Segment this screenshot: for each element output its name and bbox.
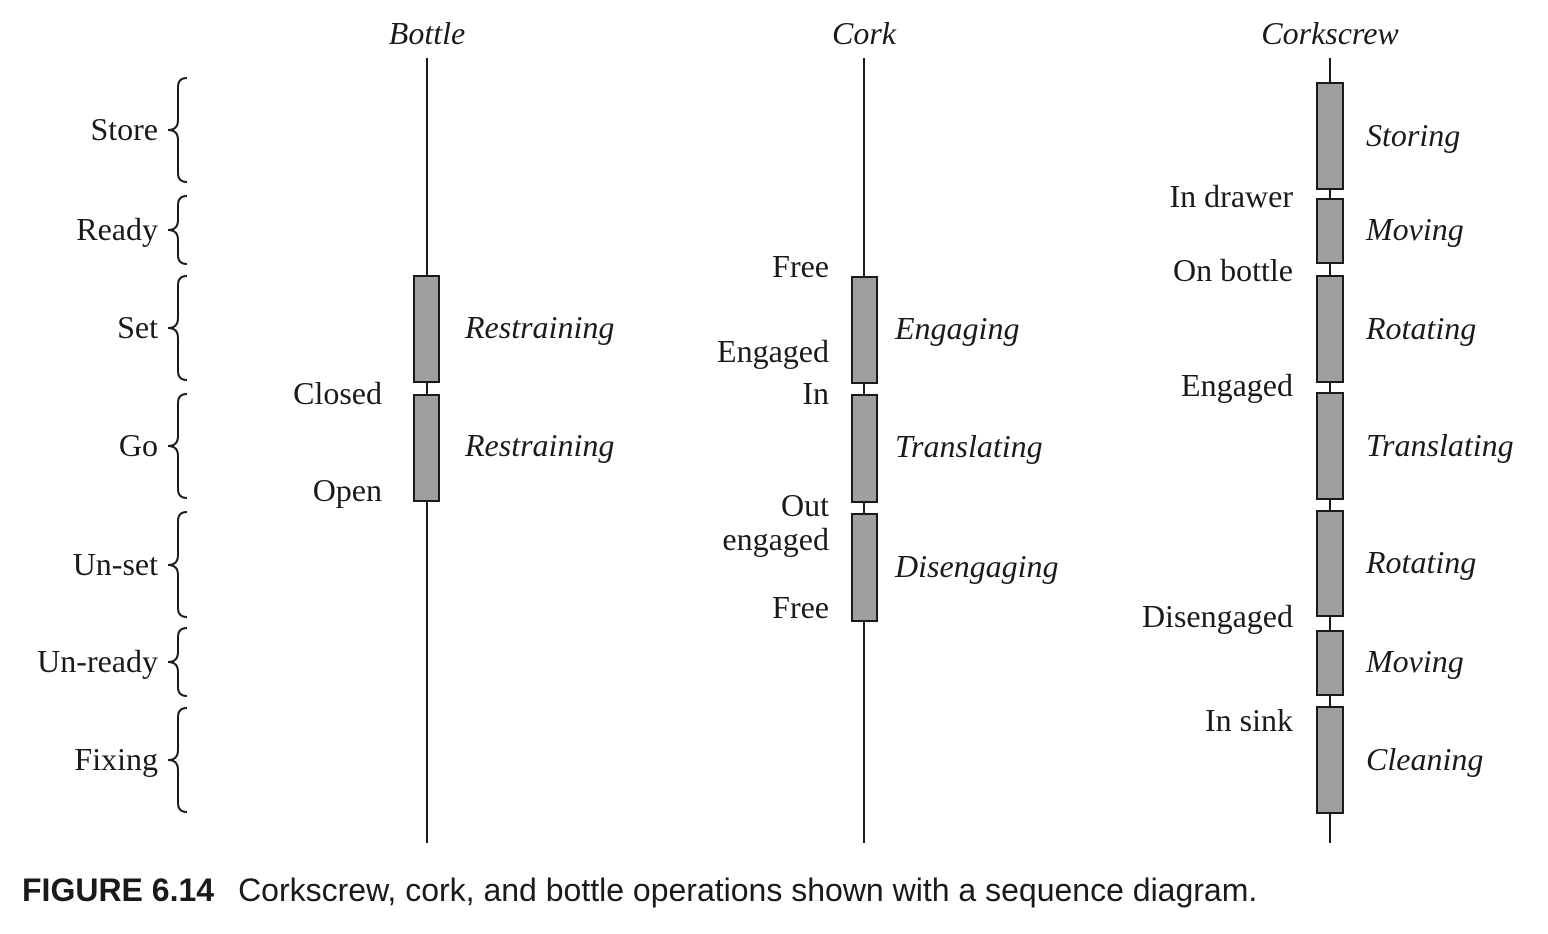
lane-title-corkscrew: Corkscrew: [1261, 15, 1399, 51]
corkscrew-activation-3: [1316, 275, 1344, 383]
corkscrew-activity-label: Rotating: [1365, 544, 1476, 580]
cork-state-label: Engaged: [717, 333, 829, 369]
corkscrew-activation-4: [1316, 392, 1344, 500]
phase-brace-unready: [167, 627, 188, 697]
bottle-activity-label: Restraining: [464, 309, 614, 345]
phase-brace-ready: [167, 195, 188, 265]
lane-title-cork: Cork: [832, 15, 897, 51]
corkscrew-state-label: In drawer: [1170, 178, 1294, 214]
corkscrew-state-label: Engaged: [1181, 367, 1293, 403]
phase-brace-set: [167, 275, 188, 381]
phase-brace-fixing: [167, 707, 188, 813]
cork-activity-label: Engaging: [894, 310, 1019, 346]
cork-activity-label: Disengaging: [894, 548, 1059, 584]
bottle-state-label: Open: [313, 472, 382, 508]
phase-brace-store: [167, 77, 188, 183]
bottle-activation-1: [413, 275, 440, 383]
bottle-activity-label: Restraining: [464, 427, 614, 463]
cork-state-label: Free: [772, 589, 829, 625]
figure-label: FIGURE 6.14: [22, 872, 215, 908]
corkscrew-state-label: In sink: [1205, 702, 1293, 738]
phase-label-unready: Un-ready: [37, 643, 158, 679]
corkscrew-activation-2: [1316, 198, 1344, 264]
cork-activation-2: [851, 394, 878, 503]
cork-state-label: In: [802, 375, 829, 411]
corkscrew-activity-label: Storing: [1366, 117, 1460, 153]
phase-label-ready: Ready: [76, 211, 158, 247]
corkscrew-activity-label: Moving: [1365, 211, 1464, 247]
figure-caption-text: Corkscrew, cork, and bottle operations s…: [238, 872, 1258, 908]
phase-label-fixing: Fixing: [74, 741, 158, 777]
phase-brace-unset: [167, 511, 188, 618]
cork-activity-label: Translating: [895, 428, 1043, 464]
corkscrew-activation-5: [1316, 510, 1344, 617]
corkscrew-activity-label: Translating: [1366, 427, 1514, 463]
cork-activation-3: [851, 513, 878, 622]
cork-state-label: engaged: [722, 521, 829, 557]
corkscrew-activity-label: Cleaning: [1366, 741, 1483, 777]
corkscrew-activity-label: Moving: [1365, 643, 1464, 679]
cork-state-label: Out: [781, 487, 829, 523]
phase-label-store: Store: [90, 111, 158, 147]
corkscrew-state-label: Disengaged: [1142, 598, 1293, 634]
corkscrew-state-label: On bottle: [1173, 252, 1293, 288]
bottle-state-label: Closed: [293, 375, 382, 411]
cork-state-label: Free: [772, 248, 829, 284]
corkscrew-activation-6: [1316, 630, 1344, 696]
corkscrew-activation-7: [1316, 706, 1344, 814]
lane-title-bottle: Bottle: [389, 15, 465, 51]
phase-label-go: Go: [119, 427, 158, 463]
corkscrew-activity-label: Rotating: [1365, 310, 1476, 346]
phase-label-unset: Un-set: [73, 546, 158, 582]
phase-brace-go: [167, 393, 188, 499]
cork-activation-1: [851, 276, 878, 384]
corkscrew-activation-1: [1316, 82, 1344, 190]
phase-label-set: Set: [117, 309, 158, 345]
bottle-activation-2: [413, 394, 440, 502]
figure-caption: FIGURE 6.14 Corkscrew, cork, and bottle o…: [22, 872, 1257, 909]
